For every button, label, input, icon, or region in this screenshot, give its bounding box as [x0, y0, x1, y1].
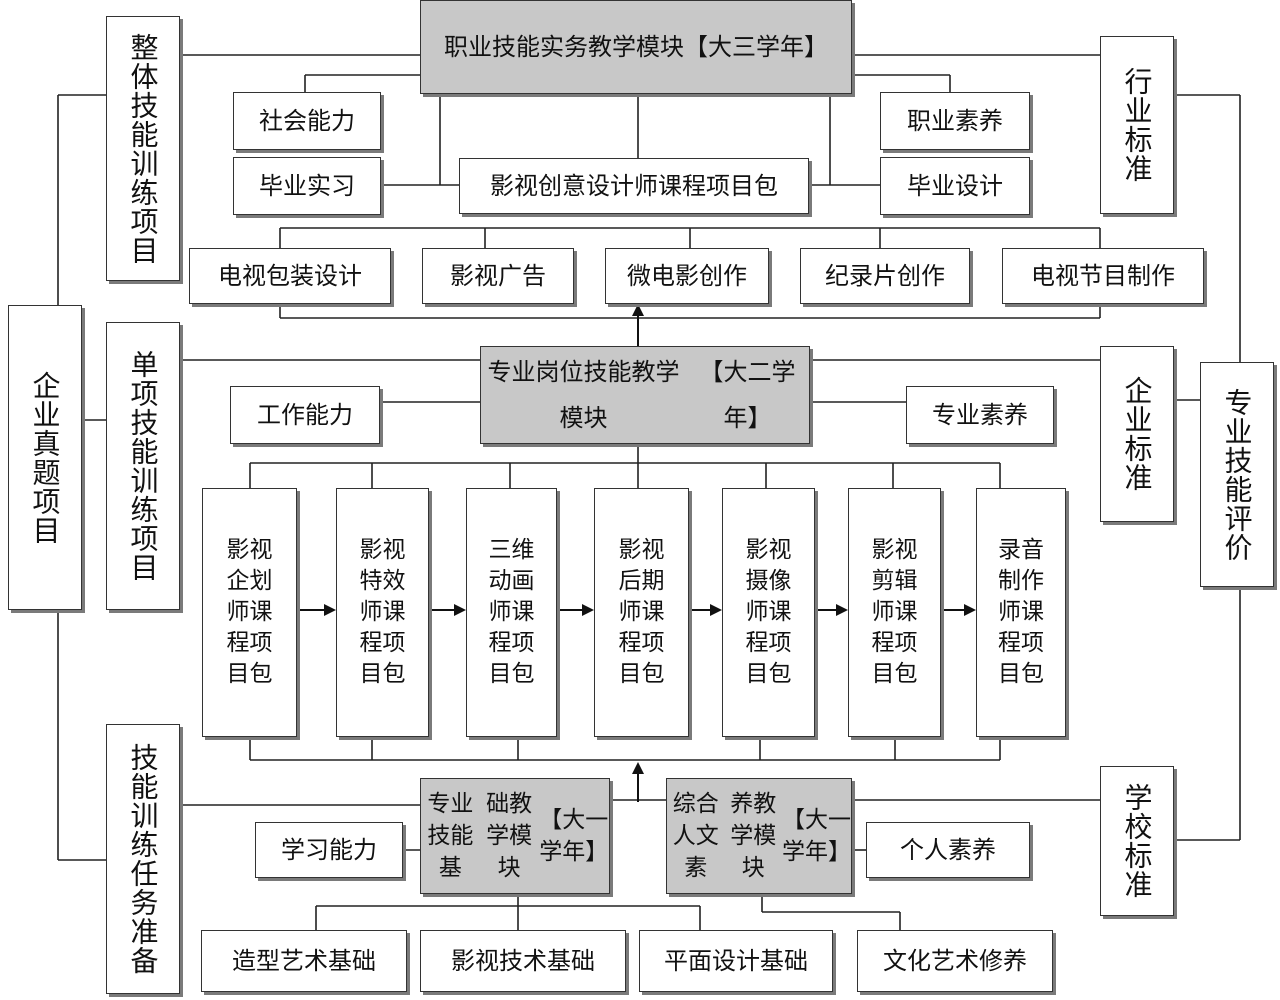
skill-evaluation-column: 专业技能评价 — [1200, 362, 1274, 587]
year3-course-tv-packaging: 电视包装设计 — [189, 248, 391, 304]
year3-course-micro-film: 微电影创作 — [605, 248, 769, 304]
package-post-production: 影视后期师课程项目包 — [594, 488, 689, 737]
year3-course-film-ad: 影视广告 — [422, 248, 574, 304]
school-standard-column: 学校标准 — [1100, 766, 1174, 916]
personal-literacy-box: 个人素养 — [866, 822, 1030, 878]
year1-course-graphic-design: 平面设计基础 — [639, 930, 833, 992]
mid-module-year: 【大二学年】 — [699, 358, 796, 432]
top-module-title: 职业技能实务教学模块 — [444, 33, 684, 61]
graduation-internship-box: 毕业实习 — [233, 157, 381, 215]
year1-course-modeling-art: 造型艺术基础 — [201, 930, 407, 992]
creative-designer-package-box: 影视创意设计师课程项目包 — [459, 158, 809, 214]
enterprise-standard-column: 企业标准 — [1100, 346, 1174, 522]
humanities-module: 综合人文素养教学模块【大一学年】 — [666, 778, 852, 894]
enterprise-project-column: 企业真题项目 — [8, 305, 82, 610]
overall-skill-training-column: 整体技能训练项目 — [106, 16, 180, 281]
work-ability-box: 工作能力 — [230, 386, 380, 444]
year1-course-film-tech: 影视技术基础 — [420, 930, 626, 992]
year3-course-tv-program: 电视节目制作 — [1002, 248, 1204, 304]
base-skill-module: 专业技能基础教学模块【大一学年】 — [420, 778, 610, 894]
single-skill-training-column: 单项技能训练项目 — [106, 322, 180, 610]
top-module: 职业技能实务教学模块 【大三学年】 — [420, 0, 852, 94]
package-editing: 影视剪辑师课程项目包 — [848, 488, 941, 737]
mid-module-title: 专业岗位技能教学模块 — [487, 358, 680, 432]
mid-module: 专业岗位技能教学模块 【大二学年】 — [480, 346, 810, 444]
year1-course-culture-art: 文化艺术修养 — [857, 930, 1053, 992]
industry-standard-column: 行业标准 — [1100, 36, 1174, 214]
graduation-design-box: 毕业设计 — [880, 157, 1030, 215]
top-module-year: 【大三学年】 — [684, 33, 828, 61]
specialty-literacy-box: 专业素养 — [906, 386, 1054, 444]
package-recording: 录音制作师课程项目包 — [976, 488, 1066, 737]
package-3d-animation: 三维动画师课程项目包 — [466, 488, 557, 737]
professional-literacy-box: 职业素养 — [880, 92, 1030, 150]
learning-ability-box: 学习能力 — [255, 822, 403, 878]
package-effects: 影视特效师课程项目包 — [336, 488, 429, 737]
package-planning: 影视企划师课程项目包 — [202, 488, 297, 737]
package-camera: 影视摄像师课程项目包 — [722, 488, 815, 737]
skill-task-prep-column: 技能训练任务准备 — [106, 724, 180, 994]
social-ability-box: 社会能力 — [233, 92, 381, 150]
year3-course-documentary: 纪录片创作 — [800, 248, 970, 304]
